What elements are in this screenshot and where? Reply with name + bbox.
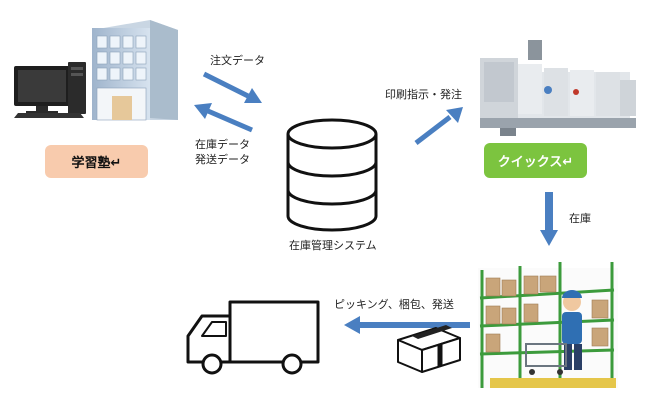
- order-data-label: 注文データ: [210, 54, 265, 67]
- shipping-data-label: 発送データ: [195, 153, 250, 166]
- system-label: 在庫管理システム: [289, 239, 377, 252]
- school-label: 学習塾↵: [71, 156, 122, 171]
- delivery-truck-icon: [186, 300, 320, 375]
- stock-data-label: 在庫データ: [195, 138, 250, 151]
- package-box-icon: [397, 325, 461, 373]
- computer-icon: [14, 62, 86, 118]
- print-instruction-arrow: [414, 107, 463, 145]
- inventory-arrow: [540, 192, 558, 246]
- school-node: 学習塾↵: [45, 145, 148, 178]
- printing-press-icon: [480, 40, 636, 136]
- database-icon: [286, 118, 378, 232]
- shipping-arrow: [344, 316, 470, 334]
- picking-label: ピッキング、梱包、発送: [334, 298, 454, 311]
- building-icon: [92, 20, 178, 121]
- quicks-label: クイックス↵: [497, 155, 574, 170]
- stock-data-arrow: [194, 103, 253, 133]
- warehouse-worker-icon: [478, 262, 618, 388]
- quicks-node: クイックス↵: [484, 143, 587, 178]
- print-instruction-label: 印刷指示・発注: [385, 88, 462, 101]
- order-data-arrow: [202, 71, 262, 103]
- inventory-label: 在庫: [569, 212, 591, 225]
